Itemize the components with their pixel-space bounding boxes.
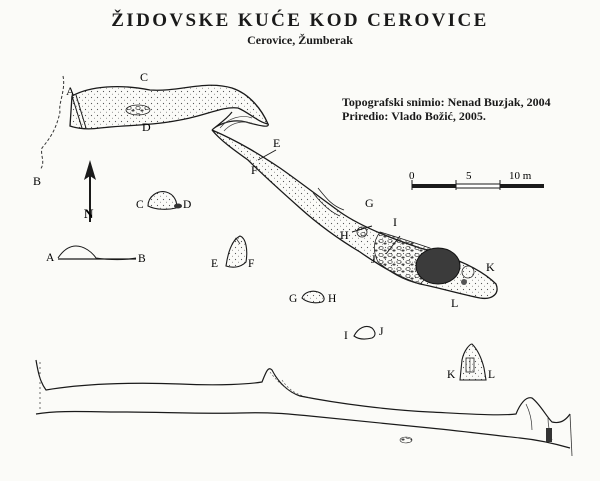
section-g-h-to: H	[328, 293, 336, 305]
plan-label-h: H	[340, 228, 349, 242]
plan-label-d: D	[142, 120, 151, 134]
section-c-d-to: D	[183, 199, 191, 211]
plan-labels: A B C D E F G H I J K L	[33, 70, 495, 310]
cross-section-e-f: E F	[211, 235, 254, 270]
profile-ceiling	[35, 359, 571, 424]
plan-label-l: L	[451, 296, 458, 310]
section-i-j-from: I	[344, 330, 348, 342]
section-k-l-from: K	[447, 369, 456, 381]
scale-label-0: 0	[409, 170, 415, 182]
scale-label-5: 5	[466, 170, 472, 182]
cross-section-a-b: A B	[46, 245, 146, 265]
cross-section-k-l: K L	[447, 343, 495, 381]
map-subtitle: Cerovice, Žumberak	[247, 33, 353, 47]
map-title: ŽIDOVSKE KUĆE KOD CEROVICE	[111, 10, 489, 31]
section-i-j-to: J	[379, 326, 384, 338]
plan-label-i: I	[393, 215, 397, 229]
profile-floor	[35, 410, 571, 449]
plan-label-b: B	[33, 174, 41, 188]
scale-bar: 0 5 10 m	[409, 170, 544, 190]
north-arrow-icon: N	[84, 160, 96, 222]
section-k-l-to: L	[488, 369, 495, 381]
plan-stone-pile-d	[125, 104, 151, 116]
section-g-h-from: G	[289, 293, 297, 305]
editor-credit: Priredio: Vlado Božić, 2005.	[342, 109, 486, 123]
plan-label-k: K	[486, 260, 495, 274]
section-e-f-to: F	[248, 258, 254, 270]
plan-dark-chamber	[415, 247, 461, 285]
survey-credit: Topografski snimio: Nenad Buzjak, 2004	[342, 95, 551, 109]
section-a-b-from: A	[46, 252, 55, 264]
cross-section-c-d: C D	[136, 191, 191, 211]
plan-label-g: G	[365, 196, 374, 210]
section-a-b-to: B	[138, 253, 146, 265]
cross-section-i-j: I J	[344, 325, 384, 342]
plan-label-c: C	[140, 70, 148, 84]
plan-label-a: A	[66, 84, 75, 98]
scale-label-10: 10 m	[509, 170, 532, 182]
cross-section-g-h: G H	[289, 290, 336, 305]
section-e-f-from: E	[211, 258, 218, 270]
plan-entrance-fringe	[39, 75, 65, 171]
plan-label-f: F	[251, 163, 258, 177]
longitudinal-profile	[35, 359, 573, 457]
plan-label-j: J	[371, 252, 376, 266]
plan-upper-passage	[69, 84, 270, 130]
section-c-d-from: C	[136, 199, 144, 211]
plan-label-e: E	[273, 136, 280, 150]
north-arrow-label: N	[84, 206, 94, 221]
cave-plan	[39, 75, 498, 300]
